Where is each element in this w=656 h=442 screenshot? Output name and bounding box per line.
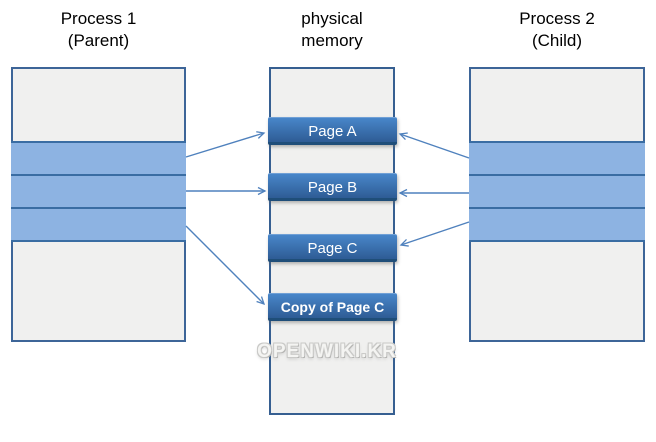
child-column-title: Process 2 (Child) (469, 8, 645, 52)
child-title-line2: (Child) (531, 31, 583, 50)
child-title-line1: Process 2 (519, 9, 595, 28)
child-address-space (469, 67, 645, 342)
child-band-page-c (469, 207, 645, 242)
arrow-parent-to-copy-c (185, 225, 266, 306)
arrow-child-to-page-c (399, 221, 470, 247)
arrow-parent-to-page-a (185, 131, 266, 158)
child-mapped-bands (469, 141, 645, 242)
parent-address-space (11, 67, 186, 342)
memory-title-line2: memory (301, 31, 363, 50)
parent-band-page-b (11, 174, 186, 207)
parent-band-page-a (11, 141, 186, 174)
memory-column-title: physical memory (269, 8, 395, 52)
parent-column-title: Process 1 (Parent) (11, 8, 186, 52)
parent-title-line2: (Parent) (67, 31, 130, 50)
page-a-box: Page A (268, 117, 397, 145)
copy-of-page-c-box: Copy of Page C (268, 293, 397, 321)
parent-mapped-bands (11, 141, 186, 242)
arrow-child-to-page-a (398, 132, 470, 159)
page-b-box: Page B (268, 173, 397, 201)
parent-band-page-c (11, 207, 186, 242)
page-c-box: Page C (268, 234, 397, 262)
openwiki-watermark: OPENWIKI.KR (257, 341, 397, 362)
memory-title-line1: physical (301, 9, 363, 28)
child-band-page-b (469, 174, 645, 207)
child-band-page-a (469, 141, 645, 174)
parent-title-line1: Process 1 (60, 9, 137, 28)
